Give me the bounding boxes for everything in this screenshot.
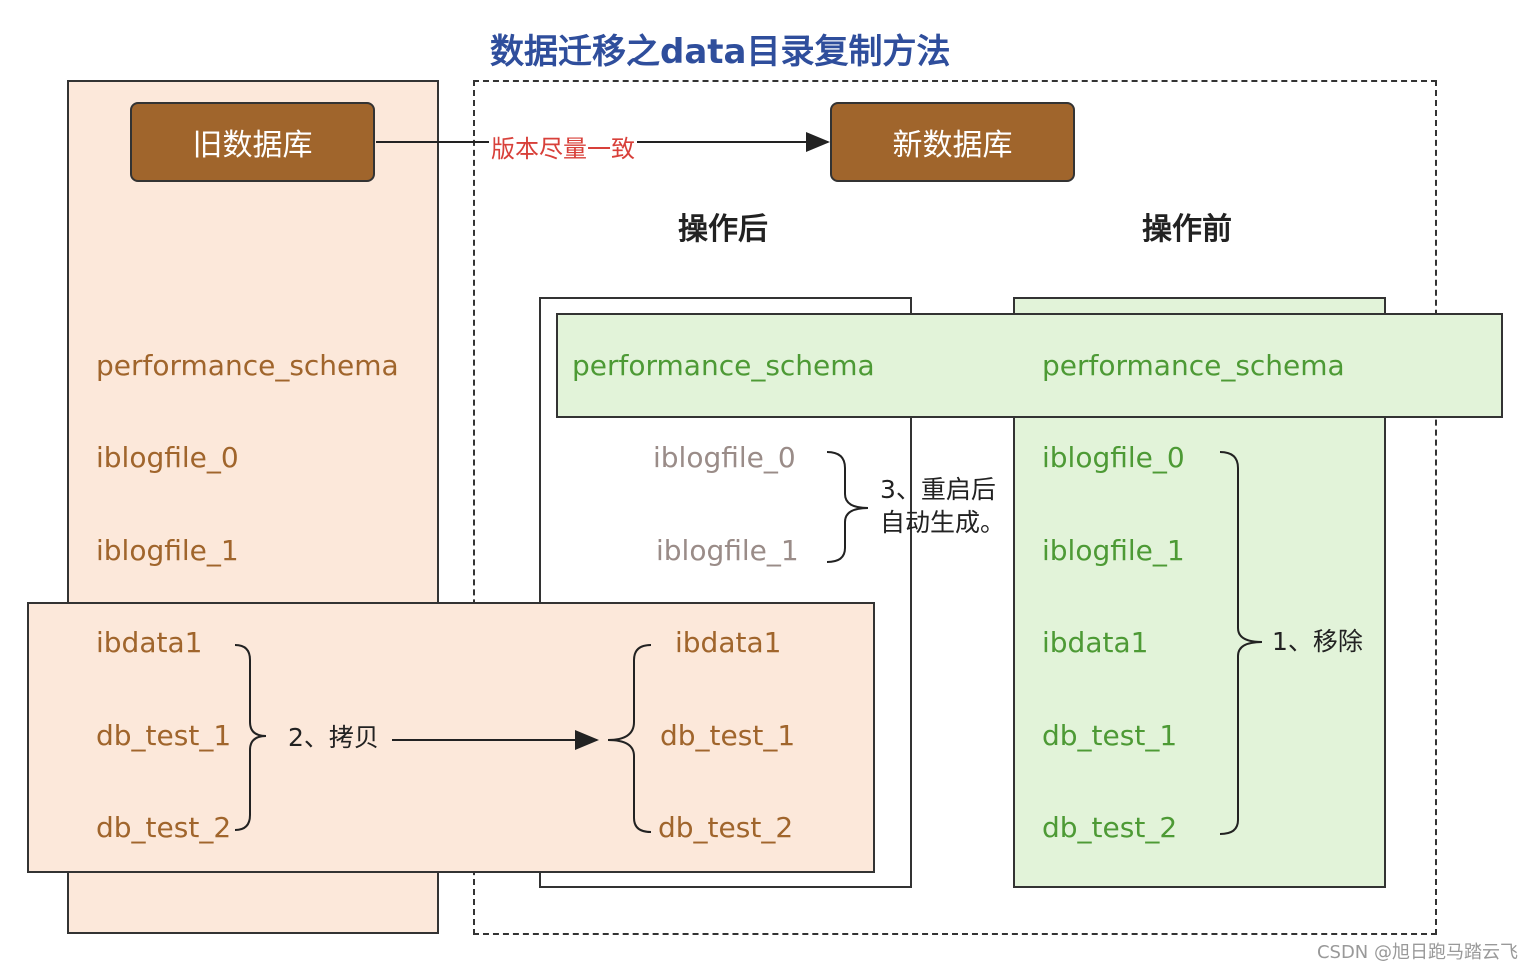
before-file-db-test-2: db_test_2: [1042, 811, 1178, 844]
version-note: 版本尽量一致: [489, 129, 637, 164]
before-file-performance-schema: performance_schema: [1042, 349, 1345, 382]
diagram-title: 数据迁移之data目录复制方法: [490, 32, 951, 72]
step-copy-label: 2、拷贝: [288, 723, 379, 752]
before-file-iblogfile-0: iblogfile_0: [1042, 441, 1185, 474]
step-remove-label: 1、移除: [1272, 627, 1363, 656]
after-file-performance-schema: performance_schema: [572, 349, 875, 382]
copy-region: [27, 602, 875, 873]
copy-source-brace: [234, 644, 267, 831]
after-file-iblogfile-0: iblogfile_0: [653, 441, 796, 474]
old-file-db-test-2: db_test_2: [96, 811, 232, 844]
old-file-iblogfile-1: iblogfile_1: [96, 534, 239, 567]
after-file-db-test-1: db_test_1: [660, 719, 796, 752]
remove-brace: [1219, 451, 1263, 835]
new-db-box: 新数据库: [830, 102, 1075, 182]
regen-brace: [826, 451, 869, 563]
before-heading: 操作前: [1142, 212, 1232, 247]
after-file-ibdata1: ibdata1: [675, 626, 782, 659]
old-db-box: 旧数据库: [130, 102, 375, 182]
performance-schema-band: [556, 313, 1503, 418]
copy-target-brace: [607, 644, 652, 833]
after-heading: 操作后: [678, 212, 768, 247]
step-regen-line1: 3、重启后: [880, 475, 996, 504]
new-db-dashed-frame: [473, 80, 1437, 935]
step-regen-line2: 自动生成。: [880, 508, 1006, 537]
before-file-iblogfile-1: iblogfile_1: [1042, 534, 1185, 567]
before-file-db-test-1: db_test_1: [1042, 719, 1178, 752]
old-file-iblogfile-0: iblogfile_0: [96, 441, 239, 474]
before-file-ibdata1: ibdata1: [1042, 626, 1149, 659]
old-file-performance-schema: performance_schema: [96, 349, 399, 382]
after-file-db-test-2: db_test_2: [658, 811, 794, 844]
after-file-iblogfile-1: iblogfile_1: [656, 534, 799, 567]
old-file-db-test-1: db_test_1: [96, 719, 232, 752]
watermark: CSDN @旭日跑马踏云飞: [1316, 942, 1518, 963]
old-file-ibdata1: ibdata1: [96, 626, 203, 659]
